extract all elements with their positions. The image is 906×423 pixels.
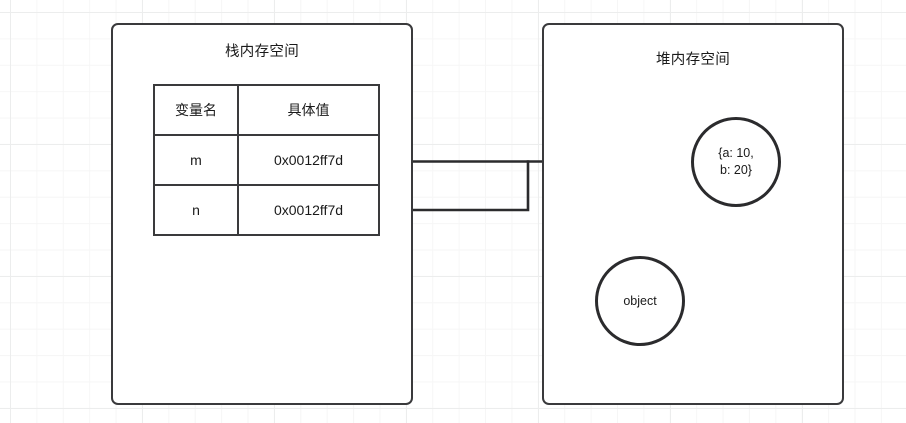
cell-value-m: 0x0012ff7d: [237, 134, 380, 186]
heap-object-value-circle: {a: 10, b: 20}: [691, 117, 781, 207]
heap-object-value-line1: {a: 10,: [718, 146, 754, 160]
heap-object-label-text: object: [623, 293, 657, 308]
cell-variable-name-m: m: [153, 134, 239, 186]
heap-object-value-text: {a: 10, b: 20}: [718, 145, 753, 179]
table-row: m 0x0012ff7d: [153, 134, 380, 186]
stack-memory-title: 栈内存空间: [225, 44, 299, 60]
table-row: n 0x0012ff7d: [153, 184, 380, 236]
heap-memory-region: [542, 23, 844, 405]
heap-memory-title: 堆内存空间: [656, 52, 730, 68]
heap-object-label-circle: object: [595, 256, 685, 346]
heap-object-value-line2: b: 20}: [720, 163, 752, 177]
table-header-row: 变量名 具体值: [153, 84, 380, 136]
column-header-variable-name: 变量名: [153, 84, 239, 136]
cell-value-n: 0x0012ff7d: [237, 184, 380, 236]
cell-variable-name-n: n: [153, 184, 239, 236]
stack-variable-table: 变量名 具体值 m 0x0012ff7d n 0x0012ff7d: [153, 84, 380, 236]
column-header-value: 具体值: [237, 84, 380, 136]
